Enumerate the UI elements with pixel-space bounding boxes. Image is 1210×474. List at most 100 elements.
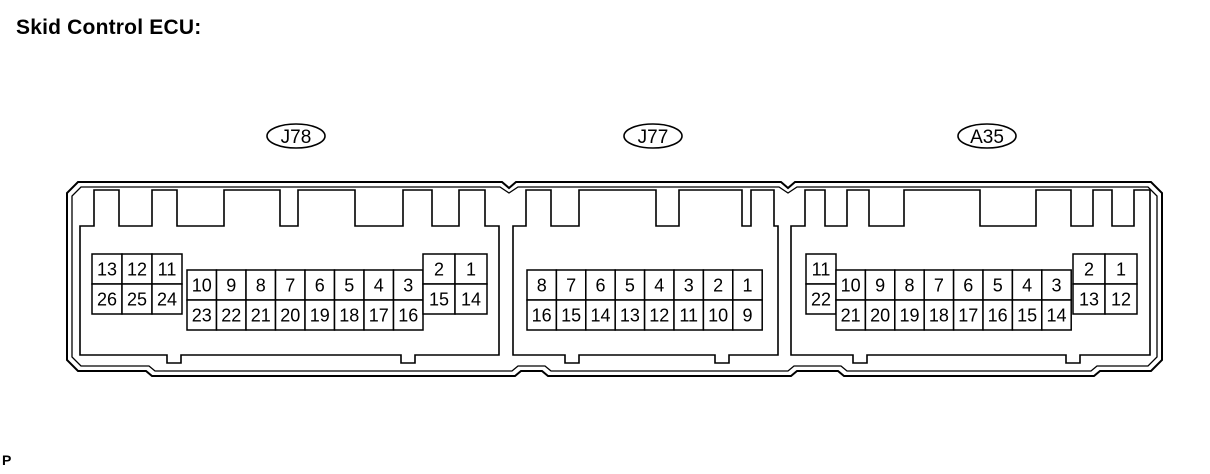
pin-number: 11: [812, 260, 831, 280]
pin-number: 13: [1079, 290, 1099, 310]
pin-number: 17: [958, 306, 978, 326]
pin-number: 14: [461, 290, 481, 310]
pin-number: 7: [934, 276, 944, 296]
pin-j78-17: 17: [363, 299, 395, 331]
connector-label-a35: A35: [957, 123, 1017, 149]
pin-cell: [186, 269, 218, 301]
pin-number: 2: [434, 260, 444, 280]
pin-a35-22: 22: [805, 283, 837, 315]
pin-cell: [121, 253, 153, 285]
pin-cell: [333, 269, 365, 301]
pin-a35-2: 2: [1072, 253, 1106, 285]
pin-j78-10: 10: [186, 269, 218, 301]
pin-cell: [245, 299, 277, 331]
pin-a35-4: 4: [1011, 269, 1043, 301]
diagram-title: Skid Control ECU:: [16, 16, 202, 39]
pin-a35-19: 19: [894, 299, 925, 331]
pin-j78-3: 3: [392, 269, 424, 301]
pin-cell: [732, 299, 763, 331]
pin-j78-18: 18: [333, 299, 365, 331]
pin-cell: [215, 269, 247, 301]
pin-a35-18: 18: [923, 299, 955, 331]
pin-cell: [274, 269, 306, 301]
pin-j78-24: 24: [151, 283, 183, 315]
pin-j78-5: 5: [333, 269, 365, 301]
pin-j78-8: 8: [245, 269, 277, 301]
pin-number: 4: [654, 276, 664, 296]
pin-number: 6: [315, 276, 325, 296]
pin-number: 3: [403, 276, 413, 296]
pin-j77-14: 14: [585, 299, 616, 331]
pin-number: 4: [374, 276, 384, 296]
pin-number: 5: [993, 276, 1003, 296]
pin-j78-13: 13: [91, 253, 123, 285]
pin-j78-6: 6: [304, 269, 336, 301]
pin-number: 9: [226, 276, 236, 296]
pin-number: 17: [369, 306, 389, 326]
connector-label-oval: [623, 123, 683, 149]
pin-cell: [894, 299, 925, 331]
pin-number: 12: [127, 260, 147, 280]
pin-j77-12: 12: [643, 299, 675, 331]
pin-cell: [392, 269, 424, 301]
pin-j77-16: 16: [526, 299, 558, 331]
pin-number: 19: [899, 306, 919, 326]
pin-cell: [555, 299, 587, 331]
pin-number: 2: [713, 276, 723, 296]
pin-j77-8: 8: [526, 269, 558, 301]
pin-number: 24: [157, 290, 177, 310]
pin-cell: [454, 283, 488, 315]
pin-j77-5: 5: [614, 269, 646, 301]
pin-number: 22: [221, 306, 241, 326]
pin-cell: [643, 299, 675, 331]
pin-cell: [835, 299, 867, 331]
pin-j77-4: 4: [643, 269, 675, 301]
pin-cell: [614, 299, 646, 331]
pin-a35-11: 11: [805, 253, 837, 285]
pin-number: 16: [398, 306, 418, 326]
pin-number: 3: [684, 276, 694, 296]
pin-j77-13: 13: [614, 299, 646, 331]
connector-a35-housing: [790, 189, 1151, 364]
pin-number: 10: [841, 276, 861, 296]
pin-cell: [422, 283, 456, 315]
connector-label-text: A35: [970, 127, 1004, 148]
pin-a35-6: 6: [952, 269, 984, 301]
pin-j78-11: 11: [151, 253, 183, 285]
pin-number: 18: [929, 306, 949, 326]
pin-cell: [1041, 269, 1072, 301]
pin-number: 23: [192, 306, 212, 326]
pin-j78-25: 25: [121, 283, 153, 315]
pin-a35-5: 5: [982, 269, 1014, 301]
pin-a35-16: 16: [982, 299, 1014, 331]
pin-number: 21: [251, 306, 271, 326]
connector-j77-housing: [512, 189, 779, 364]
pin-cell: [1104, 253, 1138, 285]
pin-number: 19: [310, 306, 330, 326]
pin-cell: [555, 269, 587, 301]
pin-cell: [363, 299, 395, 331]
connector-label-text: J77: [638, 127, 669, 148]
pin-a35-10: 10: [835, 269, 867, 301]
pin-cell: [151, 283, 183, 315]
pin-number: 20: [870, 306, 890, 326]
pin-a35-21: 21: [835, 299, 867, 331]
pin-number: 14: [1046, 306, 1066, 326]
corner-mark: P: [2, 452, 12, 468]
pin-j78-4: 4: [363, 269, 395, 301]
pin-a35-15: 15: [1011, 299, 1043, 331]
pin-j78-2: 2: [422, 253, 456, 285]
pin-j77-1: 1: [732, 269, 763, 301]
pin-a35-20: 20: [864, 299, 896, 331]
pin-number: 25: [127, 290, 147, 310]
pin-cell: [363, 269, 395, 301]
pin-cell: [923, 299, 955, 331]
pin-number: 22: [811, 290, 831, 310]
pin-number: 5: [344, 276, 354, 296]
pin-cell: [121, 283, 153, 315]
pin-number: 14: [590, 306, 610, 326]
